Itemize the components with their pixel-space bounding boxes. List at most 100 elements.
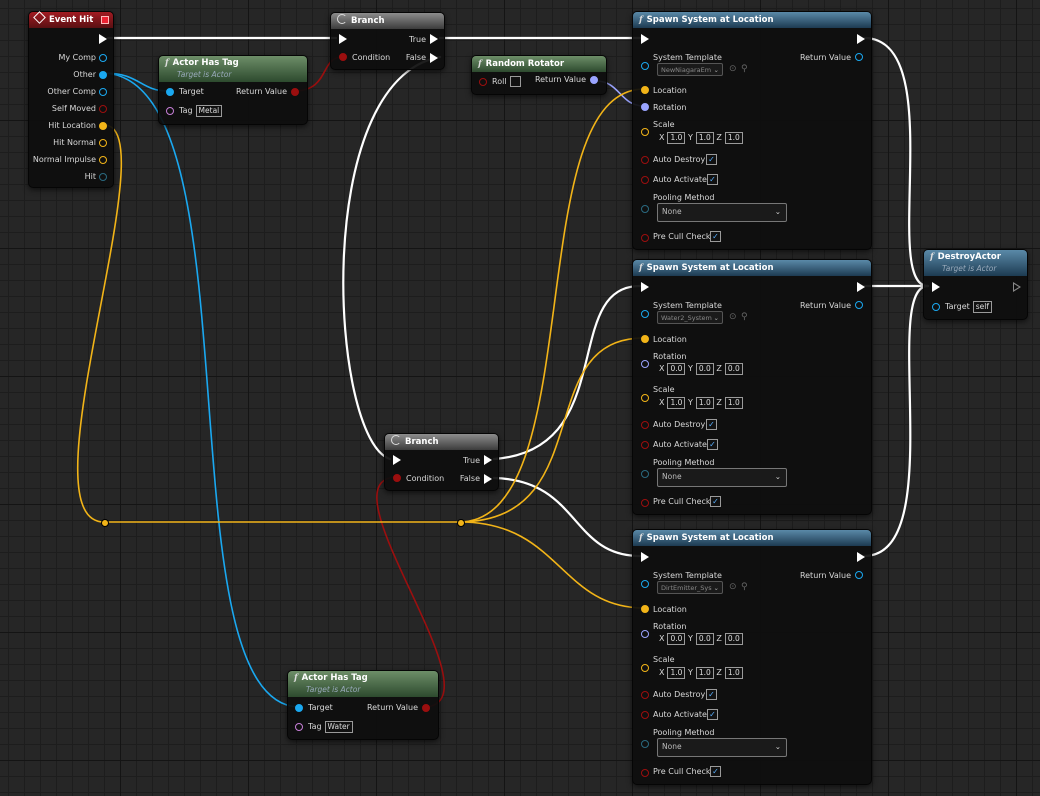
rotation-y-input[interactable]: 0.0 <box>695 633 714 645</box>
rotation-z-input[interactable]: 0.0 <box>724 633 743 645</box>
scale-pin[interactable] <box>641 664 649 672</box>
auto-destroy-pin[interactable] <box>641 421 649 429</box>
roll-checkbox[interactable] <box>510 76 521 87</box>
scale-pin[interactable] <box>641 394 649 402</box>
scale-y-input[interactable]: 1.0 <box>695 397 714 409</box>
exec-in-pin[interactable] <box>641 282 649 292</box>
tag-pin[interactable] <box>166 107 174 115</box>
return-value-pin[interactable] <box>855 301 863 309</box>
scale-x-input[interactable]: 1.0 <box>667 397 686 409</box>
pre-cull-pin[interactable] <box>641 769 649 777</box>
tag-input[interactable]: Water <box>324 721 353 733</box>
rotation-x-input[interactable]: 0.0 <box>667 633 686 645</box>
return-value-pin[interactable] <box>291 88 299 96</box>
exec-in-pin[interactable] <box>641 552 649 562</box>
search-icon[interactable]: ⚲ <box>741 312 748 322</box>
exec-in-pin[interactable] <box>932 282 940 292</box>
pooling-method-dropdown[interactable]: None⌄ <box>657 738 787 757</box>
target-pin[interactable] <box>166 88 174 96</box>
exec-in-pin[interactable] <box>339 34 347 44</box>
return-value-pin[interactable] <box>855 571 863 579</box>
hit-pin[interactable] <box>99 173 107 181</box>
location-pin[interactable] <box>641 86 649 94</box>
target-input[interactable]: self <box>972 301 992 313</box>
browse-icon[interactable]: ⊙ <box>729 312 737 322</box>
event-hit-node[interactable]: Event Hit My Comp Other Other Comp Self … <box>28 11 114 188</box>
pre-cull-pin[interactable] <box>641 499 649 507</box>
pooling-method-dropdown[interactable]: None⌄ <box>657 203 787 222</box>
scale-x-input[interactable]: 1.0 <box>667 132 686 144</box>
scale-z-input[interactable]: 1.0 <box>724 132 743 144</box>
pre-cull-checkbox[interactable]: ✓ <box>710 766 721 777</box>
other-pin[interactable] <box>99 71 107 79</box>
search-icon[interactable]: ⚲ <box>741 582 748 592</box>
rotation-pin[interactable] <box>641 103 649 111</box>
self-moved-pin[interactable] <box>99 105 107 113</box>
scale-pin[interactable] <box>641 128 649 136</box>
exec-out-pin[interactable] <box>857 552 865 562</box>
scale-y-input[interactable]: 1.0 <box>695 132 714 144</box>
scale-y-input[interactable]: 1.0 <box>695 667 714 679</box>
branch-node[interactable]: Branch True Condition False <box>384 433 499 491</box>
other-comp-pin[interactable] <box>99 88 107 96</box>
exec-out-pin[interactable] <box>857 34 865 44</box>
exec-out-pin[interactable] <box>99 34 107 44</box>
normal-impulse-pin[interactable] <box>99 156 107 164</box>
exec-in-pin[interactable] <box>393 455 401 465</box>
rotation-x-input[interactable]: 0.0 <box>667 363 686 375</box>
auto-activate-checkbox[interactable]: ✓ <box>707 709 718 720</box>
return-value-pin[interactable] <box>422 704 430 712</box>
hit-normal-pin[interactable] <box>99 139 107 147</box>
scale-x-input[interactable]: 1.0 <box>667 667 686 679</box>
tag-input[interactable]: Metal <box>195 105 223 117</box>
auto-activate-checkbox[interactable]: ✓ <box>707 174 718 185</box>
system-template-dropdown[interactable]: NewNiagaraEm⌄ <box>657 63 723 76</box>
scale-z-input[interactable]: 1.0 <box>724 397 743 409</box>
auto-destroy-pin[interactable] <box>641 691 649 699</box>
auto-destroy-pin[interactable] <box>641 156 649 164</box>
pooling-method-pin[interactable] <box>641 740 649 748</box>
pre-cull-checkbox[interactable]: ✓ <box>710 496 721 507</box>
tag-pin[interactable] <box>295 723 303 731</box>
auto-activate-pin[interactable] <box>641 441 649 449</box>
system-template-pin[interactable] <box>641 580 649 588</box>
auto-activate-pin[interactable] <box>641 711 649 719</box>
condition-pin[interactable] <box>339 53 347 61</box>
target-pin[interactable] <box>295 704 303 712</box>
my-comp-pin[interactable] <box>99 54 107 62</box>
pre-cull-checkbox[interactable]: ✓ <box>710 231 721 242</box>
rotation-z-input[interactable]: 0.0 <box>724 363 743 375</box>
condition-pin[interactable] <box>393 474 401 482</box>
target-pin[interactable] <box>932 303 940 311</box>
auto-activate-pin[interactable] <box>641 176 649 184</box>
auto-destroy-checkbox[interactable]: ✓ <box>706 419 717 430</box>
scale-z-input[interactable]: 1.0 <box>724 667 743 679</box>
rotation-pin[interactable] <box>641 360 649 368</box>
pooling-method-pin[interactable] <box>641 470 649 478</box>
pre-cull-pin[interactable] <box>641 234 649 242</box>
location-pin[interactable] <box>641 605 649 613</box>
false-exec-pin[interactable] <box>484 474 492 484</box>
roll-pin[interactable] <box>479 78 487 86</box>
exec-in-pin[interactable] <box>641 34 649 44</box>
pooling-method-dropdown[interactable]: None⌄ <box>657 468 787 487</box>
browse-icon[interactable]: ⊙ <box>729 64 737 74</box>
system-template-pin[interactable] <box>641 62 649 70</box>
branch-node[interactable]: Branch True Condition False <box>330 12 445 70</box>
system-template-dropdown[interactable]: DirtEmitter_Sys⌄ <box>657 581 723 594</box>
rotation-pin[interactable] <box>641 630 649 638</box>
true-exec-pin[interactable] <box>430 34 438 44</box>
pooling-method-pin[interactable] <box>641 205 649 213</box>
return-value-pin[interactable] <box>590 76 598 84</box>
browse-icon[interactable]: ⊙ <box>729 582 737 592</box>
auto-destroy-checkbox[interactable]: ✓ <box>706 689 717 700</box>
reroute-node[interactable] <box>101 519 109 527</box>
hit-location-pin[interactable] <box>99 122 107 130</box>
location-pin[interactable] <box>641 335 649 343</box>
